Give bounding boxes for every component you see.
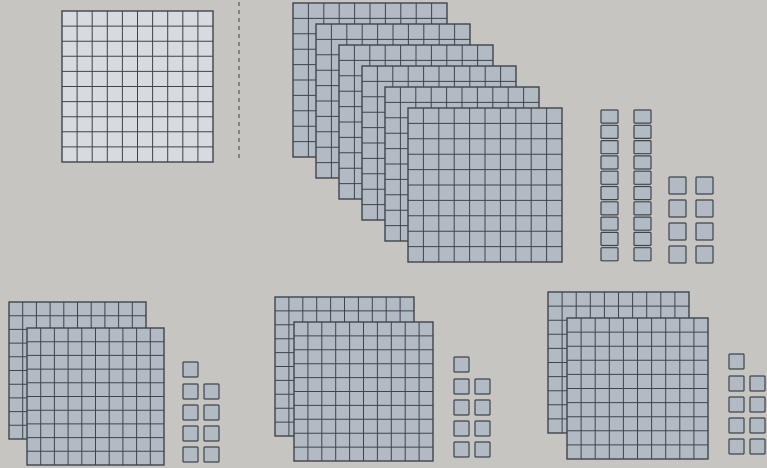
group-bottom-right (548, 292, 765, 459)
unit-cube (475, 421, 490, 436)
unit-cube (183, 405, 198, 420)
unit-cube (475, 442, 490, 457)
unit-cube (729, 418, 744, 433)
group-bottom-left (9, 302, 219, 465)
unit-cube (669, 246, 686, 263)
unit-cube (729, 397, 744, 412)
hundred-flat (27, 328, 164, 465)
unit-cube (454, 357, 469, 372)
unit-cube (183, 384, 198, 399)
unit-cube (454, 400, 469, 415)
unit-cube (750, 376, 765, 391)
unit-cube (750, 439, 765, 454)
unit-cube (669, 200, 686, 217)
unit-cube (696, 246, 713, 263)
unit-cube (750, 397, 765, 412)
hundred-flat (408, 108, 562, 262)
unit-cube (696, 177, 713, 194)
unit-cube (669, 223, 686, 240)
unit-cube (454, 379, 469, 394)
group-top-left (62, 11, 213, 162)
unit-cube (729, 439, 744, 454)
unit-cube (750, 418, 765, 433)
group-bottom-middle (275, 297, 490, 461)
unit-cube (729, 354, 744, 369)
unit-cube (454, 421, 469, 436)
unit-cube (475, 379, 490, 394)
ten-rod (634, 110, 651, 261)
hundred-flat (294, 322, 433, 461)
group-top-right (293, 3, 713, 263)
hundred-flat (62, 11, 213, 162)
hundred-flat (567, 318, 708, 459)
unit-cube (669, 177, 686, 194)
unit-cube (696, 223, 713, 240)
unit-cube (454, 442, 469, 457)
unit-cube (204, 447, 219, 462)
unit-cube (183, 447, 198, 462)
unit-cube (696, 200, 713, 217)
unit-cube (183, 362, 198, 377)
ten-rod (601, 110, 618, 261)
unit-cube (204, 426, 219, 441)
unit-cube (729, 376, 744, 391)
unit-cube (183, 426, 198, 441)
unit-cube (204, 384, 219, 399)
unit-cube (204, 405, 219, 420)
unit-cube (475, 400, 490, 415)
